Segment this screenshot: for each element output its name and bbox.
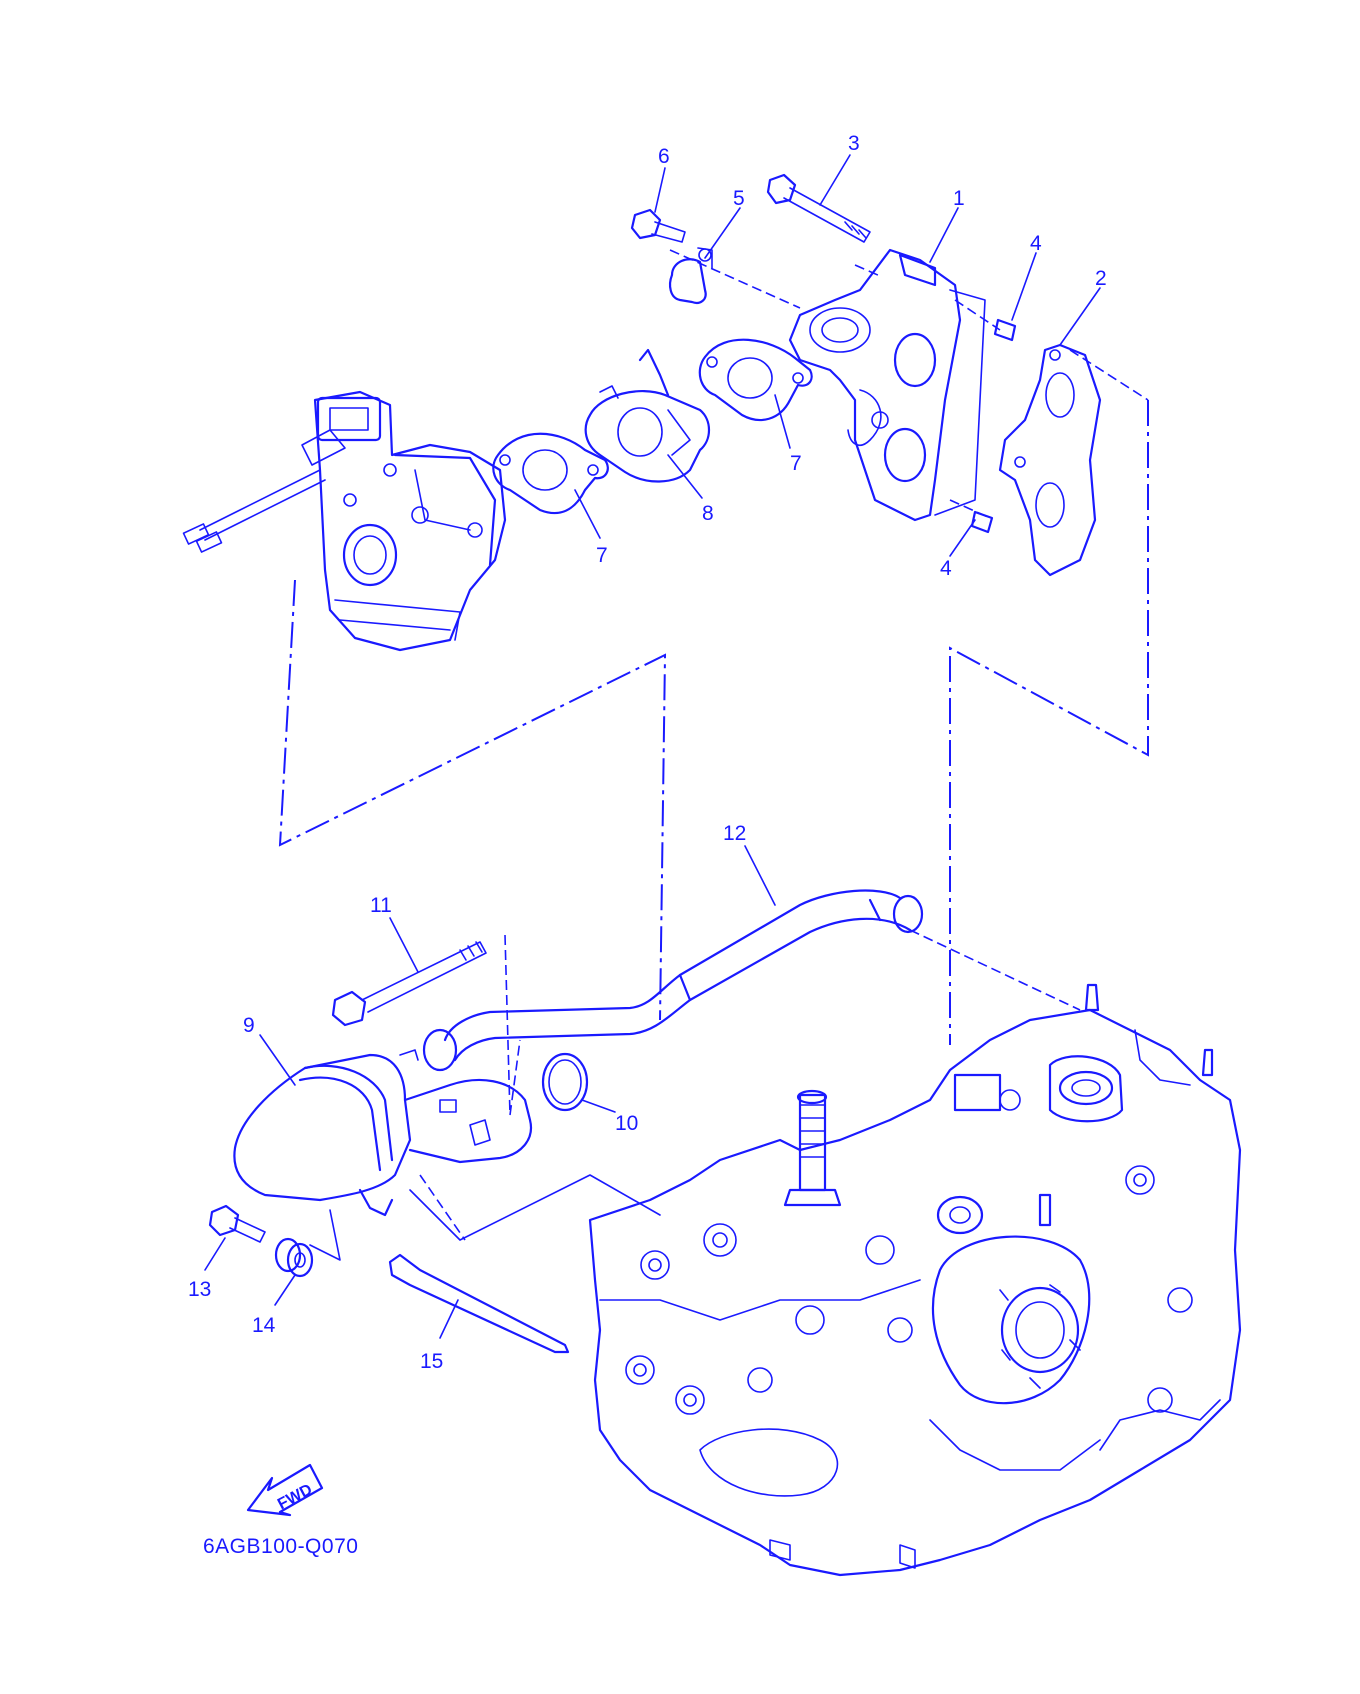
callout-7b: 7 bbox=[790, 452, 802, 475]
callout-9: 9 bbox=[243, 1014, 255, 1037]
silencer-9 bbox=[233, 1049, 533, 1217]
insulator-8 bbox=[584, 348, 711, 483]
gasket-7-left bbox=[492, 432, 609, 515]
callout-4b: 4 bbox=[940, 557, 952, 580]
bolt-11 bbox=[331, 941, 487, 1027]
bolt-6 bbox=[630, 208, 686, 243]
hose-12 bbox=[422, 889, 924, 1072]
callout-5: 5 bbox=[733, 187, 745, 210]
callout-3: 3 bbox=[848, 132, 860, 155]
callout-11: 11 bbox=[370, 894, 392, 917]
callout-6: 6 bbox=[658, 145, 670, 168]
callout-1: 1 bbox=[953, 187, 965, 210]
clamp-5 bbox=[669, 247, 713, 304]
carburetor bbox=[182, 390, 507, 652]
callout-10: 10 bbox=[615, 1112, 638, 1135]
fwd-label: FWD bbox=[275, 1481, 315, 1513]
bolt-13 bbox=[208, 1204, 266, 1243]
intake-manifold-1 bbox=[788, 248, 986, 522]
callout-4a: 4 bbox=[1030, 232, 1042, 255]
callout-13: 13 bbox=[188, 1278, 211, 1301]
fwd-arrow-icon: FWD bbox=[246, 1463, 324, 1517]
grommet-14 bbox=[274, 1237, 314, 1278]
o-ring-10 bbox=[541, 1052, 589, 1112]
callout-2: 2 bbox=[1095, 267, 1107, 290]
callout-15: 15 bbox=[420, 1350, 443, 1373]
callout-12: 12 bbox=[723, 822, 746, 845]
cable-tie-15 bbox=[388, 1253, 570, 1354]
callout-7a: 7 bbox=[596, 544, 608, 567]
callout-14: 14 bbox=[252, 1314, 276, 1337]
callout-labels: 1 2 3 4 4 5 6 7 7 8 9 10 11 12 13 14 15 bbox=[188, 132, 1107, 1373]
engine-block bbox=[588, 983, 1242, 1577]
leader-lines bbox=[204, 154, 1101, 1339]
dowel-4-bottom bbox=[970, 510, 994, 534]
bolt-3 bbox=[766, 173, 871, 243]
gasket-7-right bbox=[698, 338, 813, 422]
assembly-lines bbox=[278, 249, 1149, 1261]
diagram-code: 6AGB100-Q070 bbox=[203, 1535, 358, 1558]
callout-8: 8 bbox=[702, 502, 714, 525]
dowel-4-top bbox=[993, 318, 1017, 342]
gasket-2 bbox=[998, 343, 1102, 577]
